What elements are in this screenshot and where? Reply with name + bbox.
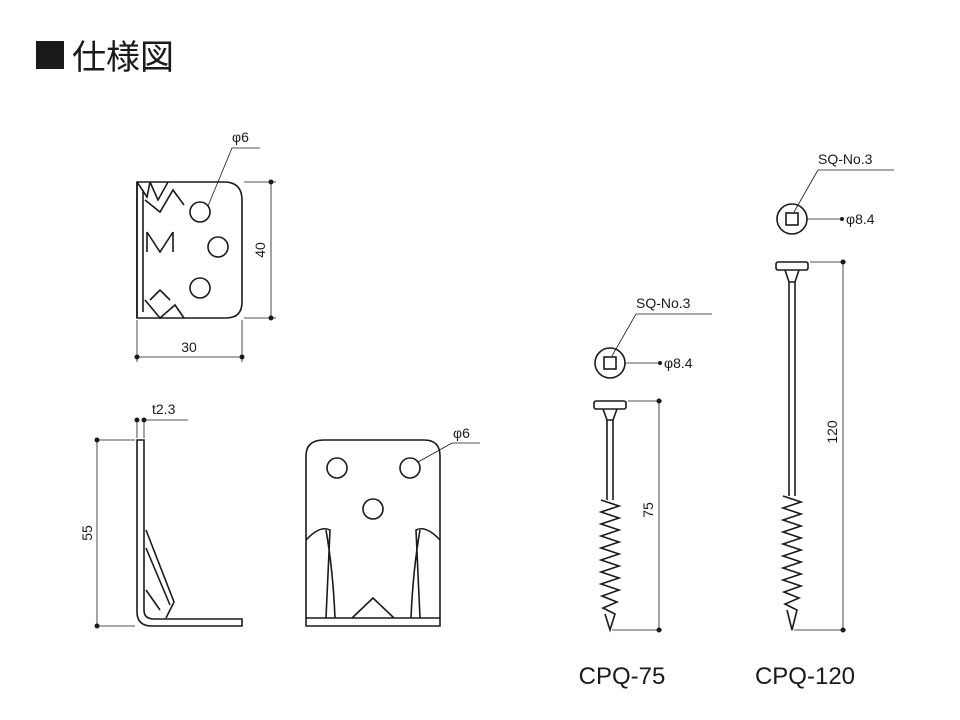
bracket-top-outline [136, 181, 243, 319]
screw-short: SQ-No.3 φ8.4 75 CPQ-75 [579, 295, 712, 690]
screw-short-drive-label: SQ-No.3 [636, 295, 691, 311]
bracket-front-outline [305, 439, 441, 627]
screw-long-length-label: 120 [824, 420, 840, 444]
title-text: 仕様図 [72, 38, 174, 78]
page-title: 仕様図 [36, 30, 174, 79]
screw-short-shank [602, 408, 618, 500]
screw-long-thread [780, 495, 804, 631]
bracket-side-view: t2.3 55 [79, 401, 243, 629]
bracket-front-hole-label: φ6 [453, 425, 470, 441]
dim-dot [656, 627, 662, 633]
bracket-top-height-label: 40 [252, 242, 268, 258]
dim-dot [656, 398, 662, 404]
bracket-top-hole-1 [189, 201, 211, 223]
dim-dot [94, 623, 100, 629]
dim-dot [840, 217, 844, 221]
bracket-top-hole-3 [189, 277, 211, 299]
drive-leader [793, 169, 819, 213]
screw-long: SQ-No.3 φ8.4 120 CPQ-120 [755, 151, 894, 690]
dim-dot [840, 627, 846, 633]
hole-leader [417, 442, 453, 463]
screw-long-head [775, 261, 809, 271]
screw-long-shank [784, 269, 800, 496]
hole-leader [207, 147, 233, 207]
screw-short-length-label: 75 [640, 502, 656, 518]
dim-dot [239, 354, 245, 360]
screw-long-head-label: φ8.4 [846, 211, 875, 227]
bracket-top-teeth [136, 181, 185, 320]
square-drive-icon [603, 356, 617, 370]
screw-long-name: CPQ-120 [755, 663, 855, 690]
bracket-side-tooth [145, 529, 175, 619]
dim-dot [268, 315, 274, 321]
drive-leader [611, 313, 637, 357]
bracket-top-hole-2 [207, 236, 229, 258]
bracket-front-hole-1 [326, 457, 348, 479]
dim-dot [141, 417, 147, 423]
title-square-icon [36, 40, 64, 69]
dim-dot [658, 361, 662, 365]
screw-short-head-top [594, 347, 626, 379]
square-drive-icon [785, 212, 799, 226]
dim-dot [268, 179, 274, 185]
screw-short-thread [598, 499, 622, 633]
bracket-top-hole-label: φ6 [232, 129, 249, 145]
screw-long-head-top [776, 203, 808, 235]
bracket-top-width-label: 30 [181, 339, 197, 355]
dim-dot [134, 417, 140, 423]
screw-short-head-label: φ8.4 [664, 355, 693, 371]
dim-dot [134, 354, 140, 360]
screw-short-name: CPQ-75 [579, 663, 666, 690]
bracket-front-flanges [305, 527, 441, 619]
dim-dot [94, 437, 100, 443]
dim-dot [840, 259, 846, 265]
bracket-side-thickness-label: t2.3 [152, 401, 176, 417]
bracket-front-hole-3 [362, 498, 384, 520]
bracket-front-hole-2 [399, 457, 421, 479]
bracket-top-view: φ6 40 30 [134, 129, 276, 362]
bracket-side-outline [136, 439, 243, 627]
bracket-front-tooth [351, 596, 395, 619]
bracket-side-height-label: 55 [79, 525, 95, 541]
screw-long-drive-label: SQ-No.3 [818, 151, 873, 167]
bracket-front-view: φ6 [305, 425, 480, 627]
screw-short-head [593, 400, 627, 410]
